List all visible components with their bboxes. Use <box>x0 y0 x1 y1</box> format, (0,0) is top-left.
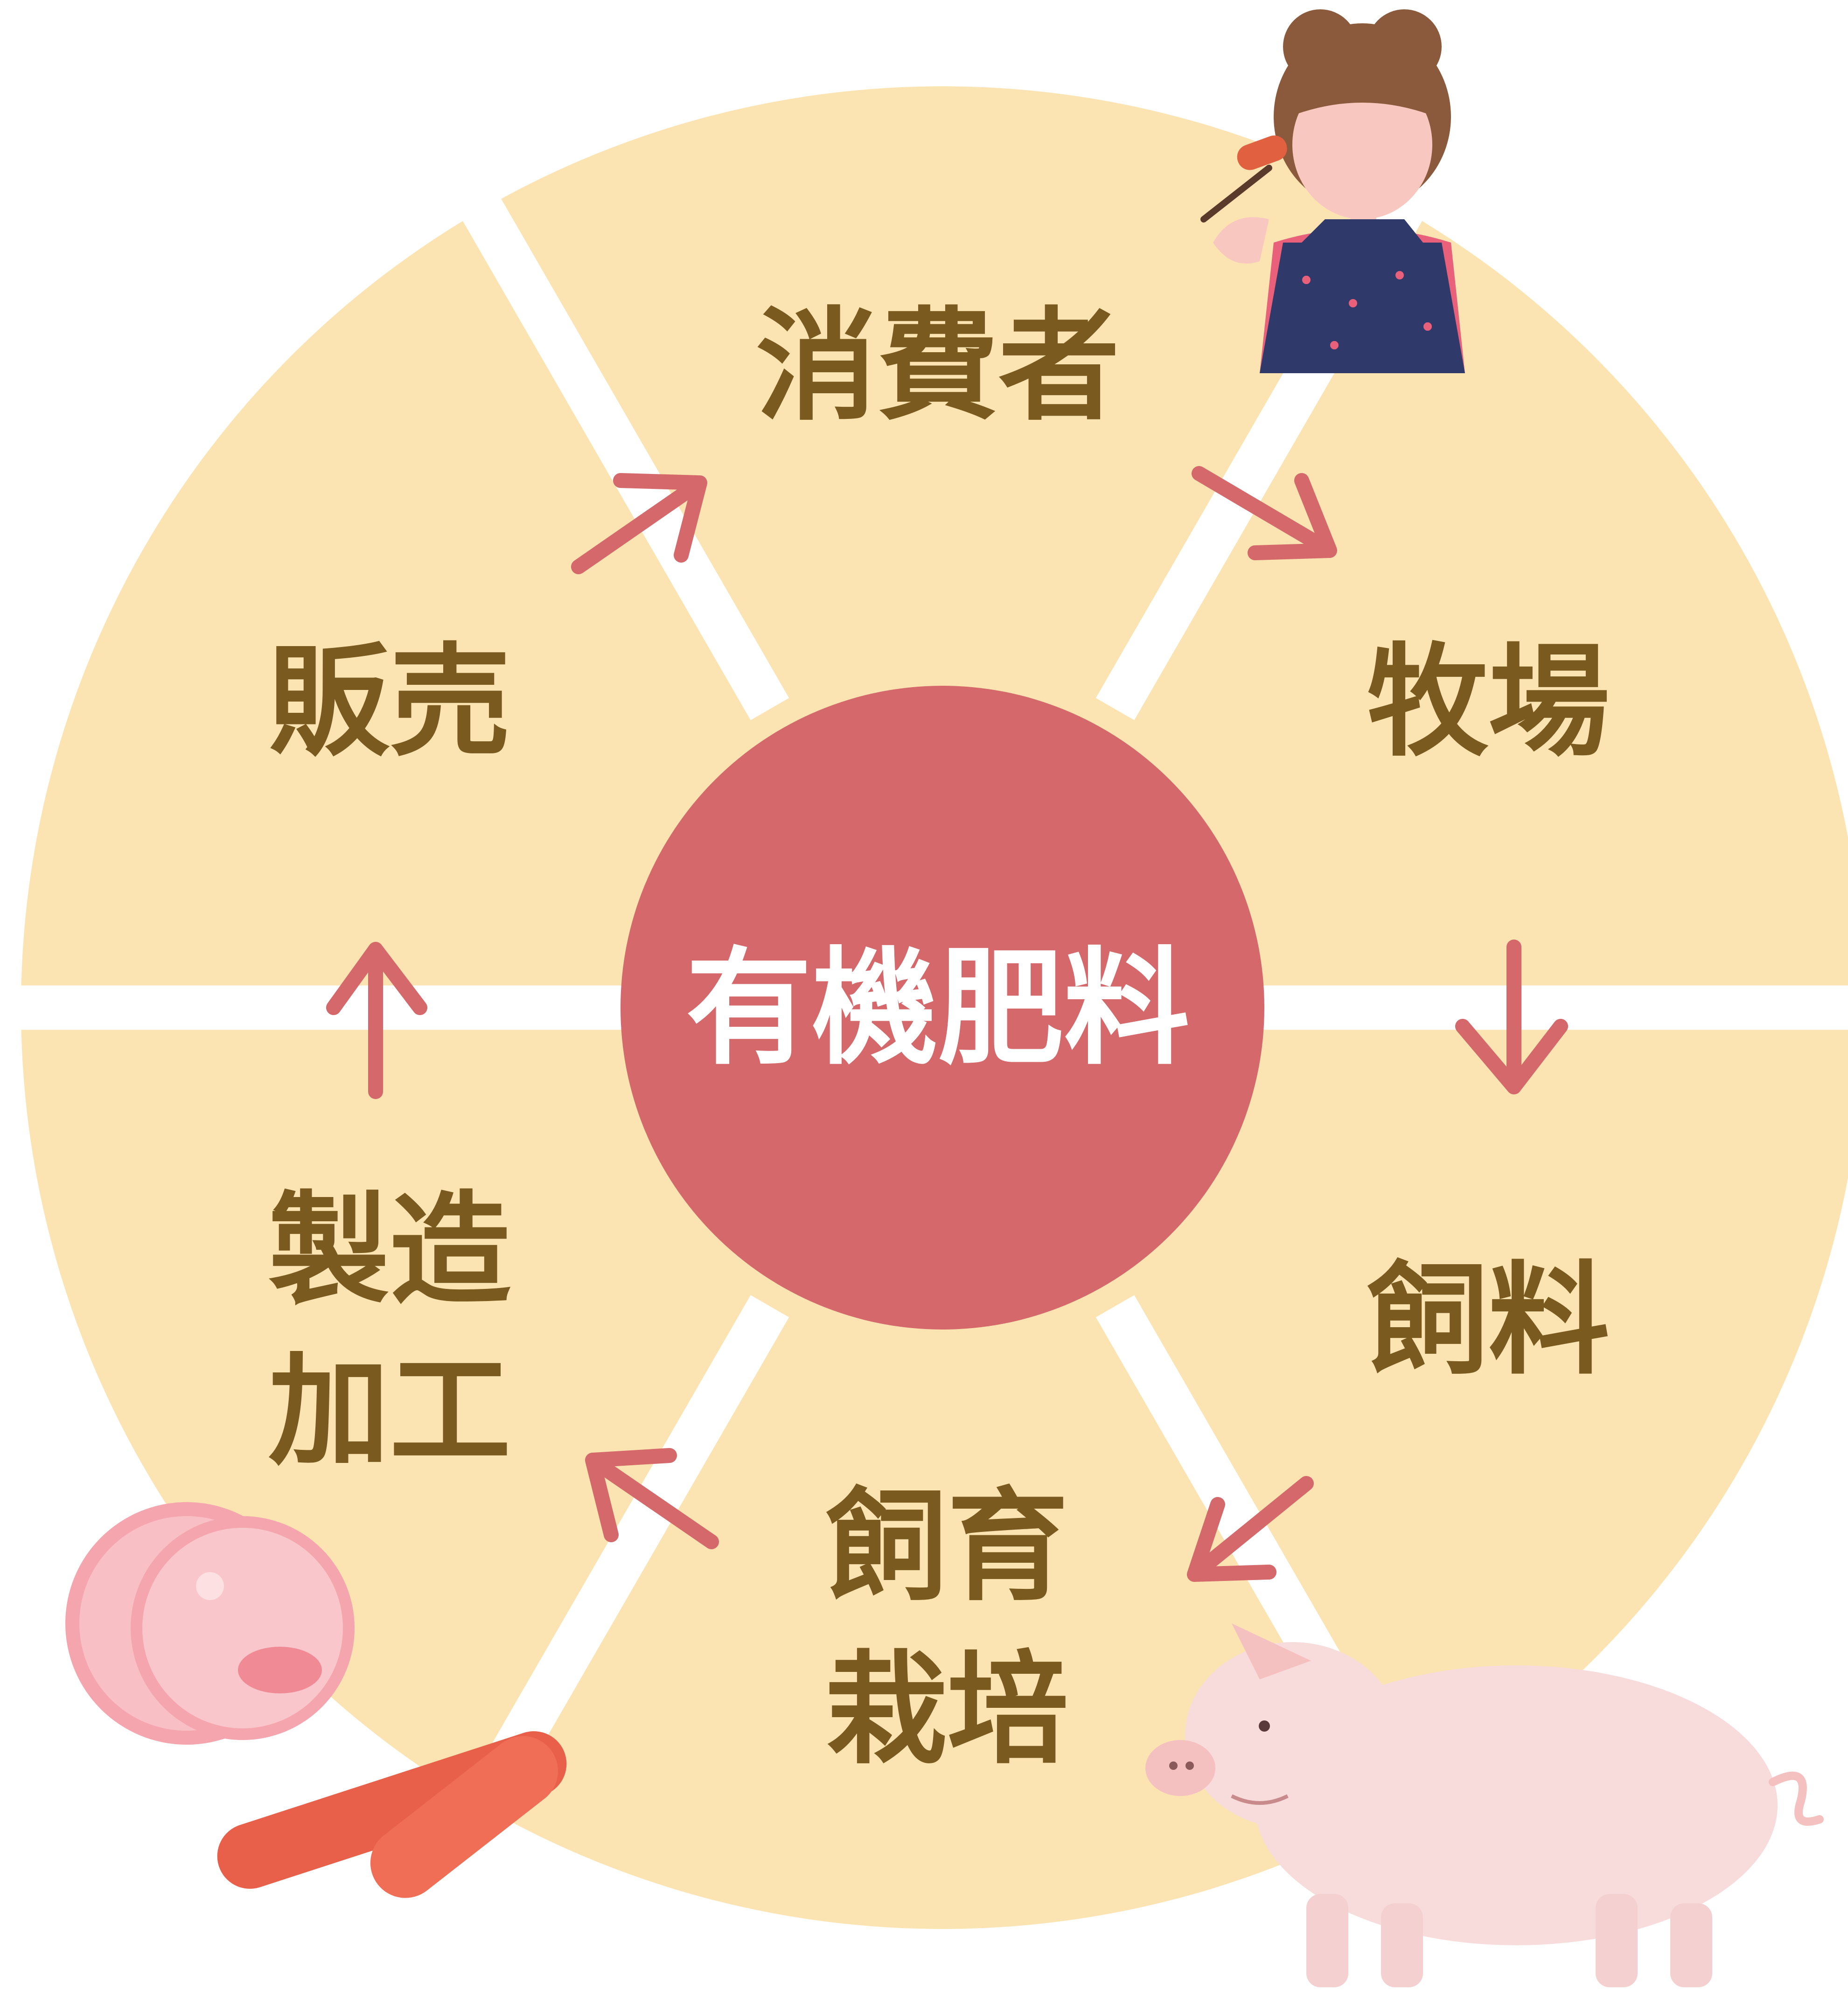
arrow-sales-to-consumer <box>571 473 707 574</box>
stage-label-consumer: 消費者 <box>756 296 1120 437</box>
arrow-breeding-to-processing <box>585 1448 719 1549</box>
stage-label-processing-line1: 製造 <box>268 1180 511 1321</box>
sausages-illustration <box>217 1731 567 1898</box>
stage-label-sales: 販売 <box>268 632 511 773</box>
center-label: 有機肥料 <box>686 935 1190 1082</box>
pig-illustration <box>1145 1623 1824 1987</box>
flow-arrows <box>326 466 1568 1582</box>
arrow-consumer-to-farm <box>1192 466 1337 560</box>
girl-eating-sausage-illustration <box>1200 9 1465 373</box>
stage-label-processing-line2: 加工 <box>268 1341 511 1482</box>
arrow-farm-to-feed <box>1455 940 1568 1094</box>
stage-label-feed: 飼料 <box>1367 1250 1610 1391</box>
arrow-processing-to-sales <box>326 942 427 1099</box>
stage-label-farm: 牧場 <box>1367 632 1610 773</box>
stage-label-breeding-line2: 栽培 <box>826 1640 1068 1781</box>
center-circle <box>621 686 1264 1330</box>
arrow-feed-to-breeding <box>1187 1476 1314 1582</box>
stage-label-breeding-line1: 飼育 <box>826 1476 1068 1617</box>
ham-slices-illustration <box>65 1502 355 1745</box>
